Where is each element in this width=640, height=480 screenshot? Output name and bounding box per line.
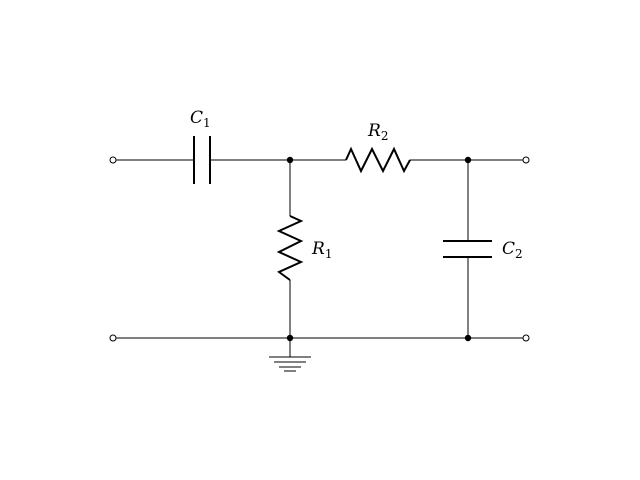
label-r2: R2 — [367, 121, 388, 143]
junction-dot — [464, 156, 472, 164]
resistor-r1 — [276, 215, 304, 281]
capacitor-c1 — [193, 136, 211, 184]
label-r1: R1 — [311, 239, 332, 261]
capacitor-c2 — [443, 240, 492, 258]
ground-icon — [269, 338, 311, 372]
terminal-output-bottom — [522, 334, 530, 342]
junction-dot — [464, 334, 472, 342]
junction-dot — [286, 334, 294, 342]
label-c2: C2 — [502, 239, 523, 261]
junction-dot — [286, 156, 294, 164]
terminal-output-top — [522, 156, 530, 164]
terminal-input-bottom — [109, 334, 117, 342]
terminal-input-top — [109, 156, 117, 164]
resistor-r2 — [345, 146, 411, 174]
label-c1: C1 — [190, 108, 211, 130]
